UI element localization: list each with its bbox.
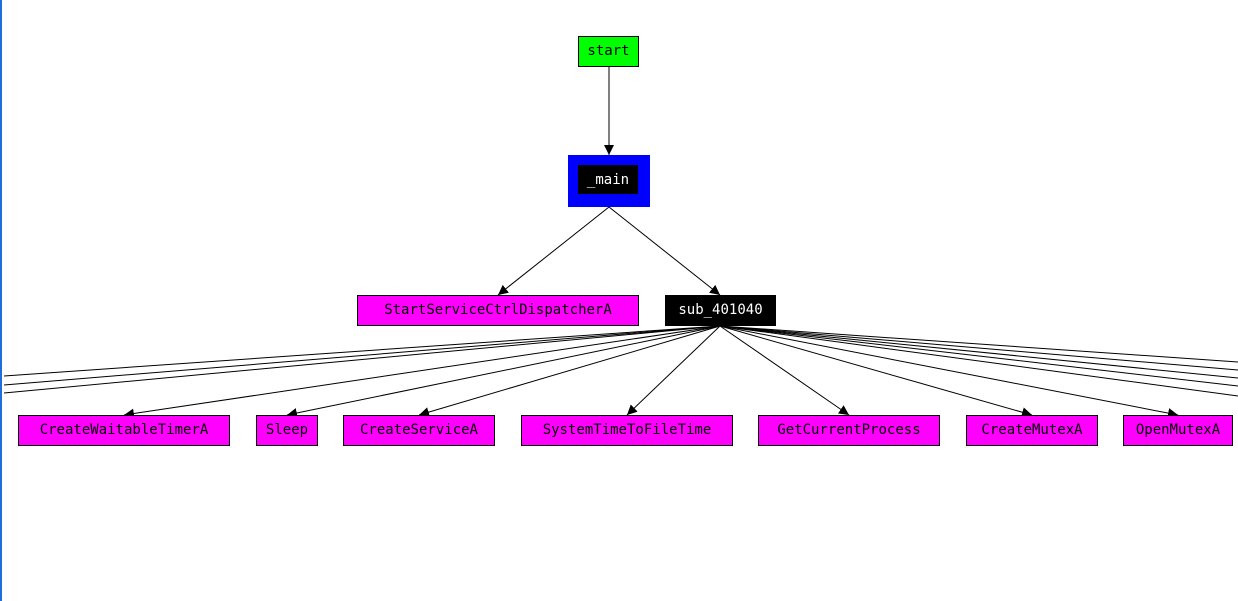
edge-offscreen-left-2 (3, 325, 721, 386)
edge-sub-to-systemtime (626, 325, 721, 416)
node-sleep-label: Sleep (265, 422, 309, 438)
node-createwaitabletimera-label: CreateWaitableTimerA (39, 422, 209, 438)
node-main-label: _main (586, 172, 630, 188)
node-start-label: start (587, 43, 630, 59)
node-createservicea-label: CreateServiceA (359, 422, 478, 438)
node-createmutexa[interactable]: CreateMutexA (966, 415, 1098, 446)
edge-sub-to-createservice (418, 325, 721, 417)
node-createmutexa-label: CreateMutexA (981, 422, 1083, 438)
node-getcurrentprocess-label: GetCurrentProcess (777, 422, 921, 438)
node-getcurrentprocess[interactable]: GetCurrentProcess (758, 415, 940, 446)
node-start[interactable]: start (578, 36, 639, 67)
node-main-selection-frame[interactable]: _main (568, 155, 650, 207)
edge-offscreen-left-3 (3, 325, 721, 394)
edge-main-to-startservice (497, 206, 610, 296)
edge-main-to-sub (608, 206, 721, 296)
node-openmutexa[interactable]: OpenMutexA (1123, 415, 1233, 446)
node-startservicectrldispatchera-label: StartServiceCtrlDispatcherA (384, 302, 612, 318)
node-sleep[interactable]: Sleep (256, 415, 318, 446)
edges (3, 67, 1238, 419)
node-openmutexa-label: OpenMutexA (1135, 422, 1221, 438)
node-sub-401040-label: sub_401040 (678, 302, 763, 318)
edge-offscreen-right-1 (719, 325, 1238, 363)
node-startservicectrldispatchera[interactable]: StartServiceCtrlDispatcherA (357, 295, 639, 326)
edge-offscreen-right-5 (719, 325, 1238, 397)
node-systemtimetofiletime[interactable]: SystemTimeToFileTime (521, 415, 733, 446)
window-left-border (0, 0, 2, 601)
edge-offscreen-right-3 (719, 325, 1238, 379)
edge-offscreen-right-4 (719, 325, 1238, 387)
edge-sub-to-sleep (286, 325, 721, 418)
edge-sub-to-createmutex (719, 325, 1033, 418)
node-createservicea[interactable]: CreateServiceA (343, 415, 495, 446)
node-main[interactable]: _main (578, 165, 638, 194)
node-sub-401040[interactable]: sub_401040 (665, 295, 776, 326)
edge-sub-to-createwaitabletimer (123, 325, 721, 419)
node-systemtimetofiletime-label: SystemTimeToFileTime (542, 422, 712, 438)
edge-sub-to-openmutex (719, 325, 1179, 419)
edge-offscreen-left-1 (3, 325, 721, 377)
edge-sub-to-getcurrentprocess (719, 325, 850, 416)
edge-offscreen-right-2 (719, 325, 1238, 371)
node-createwaitabletimera[interactable]: CreateWaitableTimerA (18, 415, 230, 446)
